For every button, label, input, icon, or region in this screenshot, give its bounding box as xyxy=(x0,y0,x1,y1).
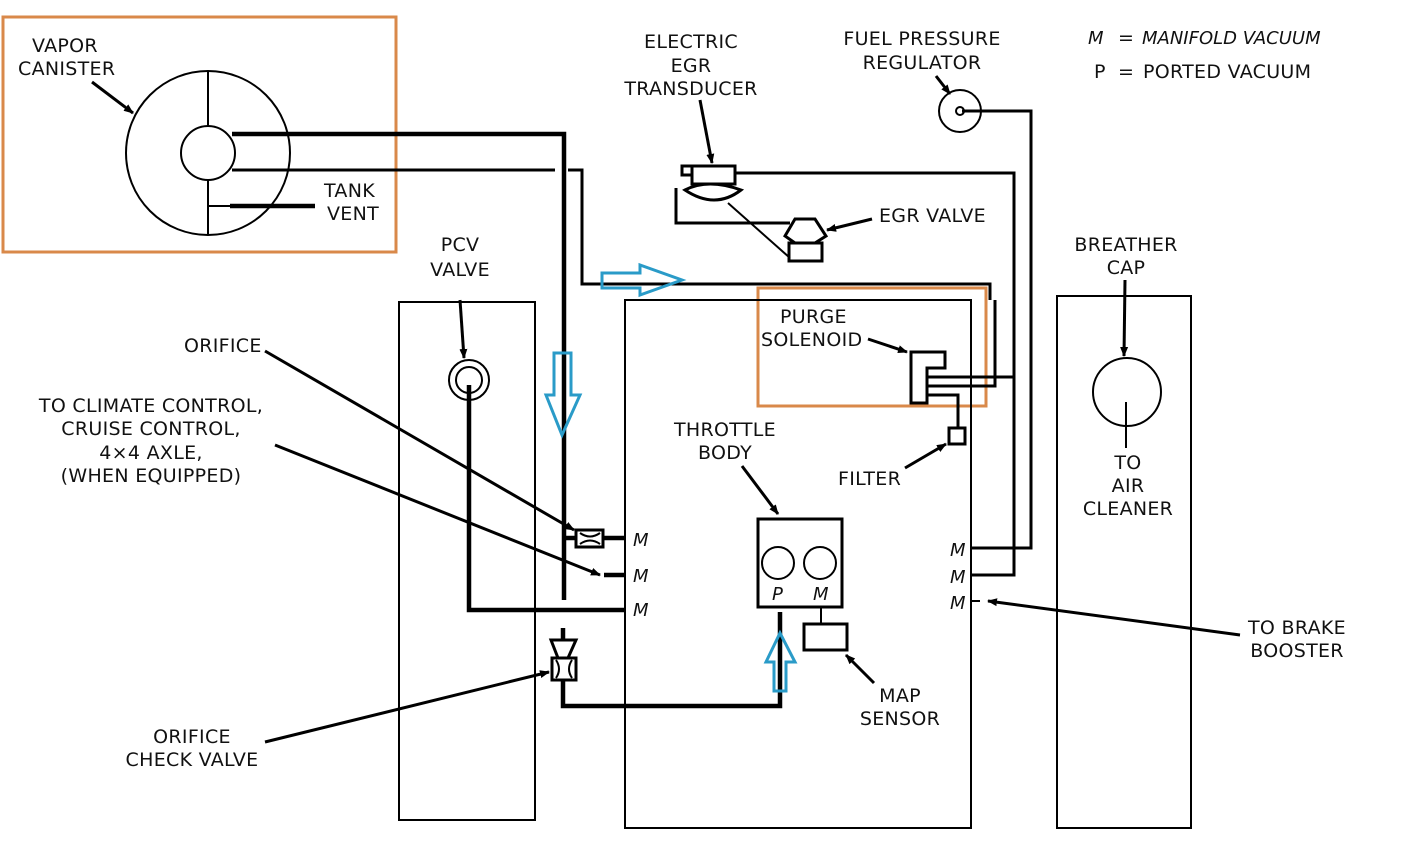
egr-valve-label: EGR VALVE xyxy=(879,205,986,227)
purge-solenoid-pointer xyxy=(867,337,908,354)
fpr-pointer xyxy=(934,75,952,95)
vapor-canister xyxy=(125,70,315,236)
intake-manifold-box xyxy=(624,299,972,829)
flow-arrow-right xyxy=(600,262,687,298)
filter-label: FILTER xyxy=(838,468,901,490)
right-port-1: M xyxy=(950,540,966,561)
purge-line xyxy=(568,168,992,300)
legend-meaning-m: MANIFOLD VACUUM xyxy=(1142,28,1321,49)
filter-pointer xyxy=(904,442,947,470)
legend-symbol-p: P xyxy=(1094,61,1106,83)
egr-valve xyxy=(783,217,829,263)
orifice-label: ORIFICE xyxy=(184,335,262,357)
right-port-2: M xyxy=(950,567,966,588)
check-valve-pointer xyxy=(264,670,550,744)
map-sensor xyxy=(802,622,849,652)
orifice-pointer xyxy=(264,349,575,532)
pcv-pointer xyxy=(458,299,468,359)
canister-hose-upper xyxy=(232,131,567,600)
air-cleaner-box xyxy=(1056,295,1192,829)
accessory-pointer xyxy=(274,443,601,577)
throttle-port-p: P xyxy=(772,584,783,605)
orifice xyxy=(564,528,624,549)
legend-meaning-p: PORTED VACUUM xyxy=(1143,61,1311,83)
right-port-2-line xyxy=(971,560,1016,577)
legend-equals-m: = xyxy=(1118,27,1134,49)
throttle-body-pointer xyxy=(740,465,780,515)
fuel-pressure-regulator xyxy=(938,89,1033,550)
purge-solenoid xyxy=(909,300,1014,446)
electric-egr-transducer xyxy=(674,164,1016,560)
map-sensor-pointer xyxy=(844,653,876,685)
brake-booster-pointer xyxy=(987,598,1241,637)
flow-arrow-down xyxy=(543,351,583,439)
accessory-label: TO CLIMATE CONTROL,CRUISE CONTROL,4×4 AX… xyxy=(38,395,263,487)
orifice-check-valve xyxy=(548,612,783,709)
throttle-port-m: M xyxy=(813,584,829,605)
legend: M = MANIFOLD VACUUM P = PORTED VACUUM xyxy=(1088,27,1321,83)
legend-symbol-m: M xyxy=(1088,28,1104,49)
throttle-body xyxy=(756,517,844,609)
purge-solenoid-highlight xyxy=(756,286,988,408)
flow-arrow-up xyxy=(763,629,798,693)
vapor-canister-pointer xyxy=(91,80,134,115)
left-port-3: M xyxy=(633,600,649,621)
pcv-hose xyxy=(466,385,624,613)
crankcase-box xyxy=(398,301,536,821)
left-port-2: M xyxy=(633,566,649,587)
right-port-3: M xyxy=(950,593,966,614)
breather-cap-pointer xyxy=(1120,279,1129,357)
egr-transducer-pointer xyxy=(698,99,715,164)
left-port-1: M xyxy=(633,530,649,551)
legend-equals-p: = xyxy=(1118,61,1134,83)
egr-valve-pointer xyxy=(826,217,873,232)
